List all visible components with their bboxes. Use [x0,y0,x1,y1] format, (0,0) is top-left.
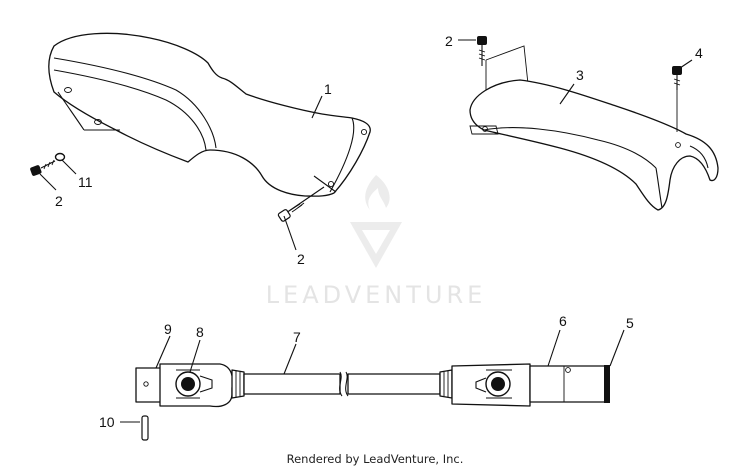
callout-7: 7 [293,329,301,345]
part-drive-shaft [135,363,610,408]
callout-2-bottom: 2 [297,251,305,267]
seat-front-screw [30,152,66,176]
callout-10: 10 [99,414,115,430]
callout-4: 4 [695,45,703,61]
part-bracket [469,45,719,211]
part-seat-assembly [48,32,371,197]
watermark-text: LEADVENTURE [266,281,487,309]
callout-2-top: 2 [445,33,453,49]
callout-3: 3 [576,67,584,83]
washer [54,152,66,162]
roll-pin [141,415,149,441]
bracket-screw-right [672,66,682,132]
snap-ring [604,365,610,403]
footer-credit: Rendered by LeadVenture, Inc. [286,452,464,466]
leader-lines [39,39,693,423]
watermark-logo [350,175,402,268]
callout-6: 6 [559,313,567,329]
callout-9: 9 [164,321,172,337]
callout-8: 8 [196,324,204,340]
callout-2-left: 2 [55,193,63,209]
bracket-screw-left [477,36,487,66]
seat-rear-screw [277,186,325,222]
callout-5: 5 [626,315,634,331]
callout-11: 11 [78,174,93,190]
callout-1: 1 [324,81,332,97]
